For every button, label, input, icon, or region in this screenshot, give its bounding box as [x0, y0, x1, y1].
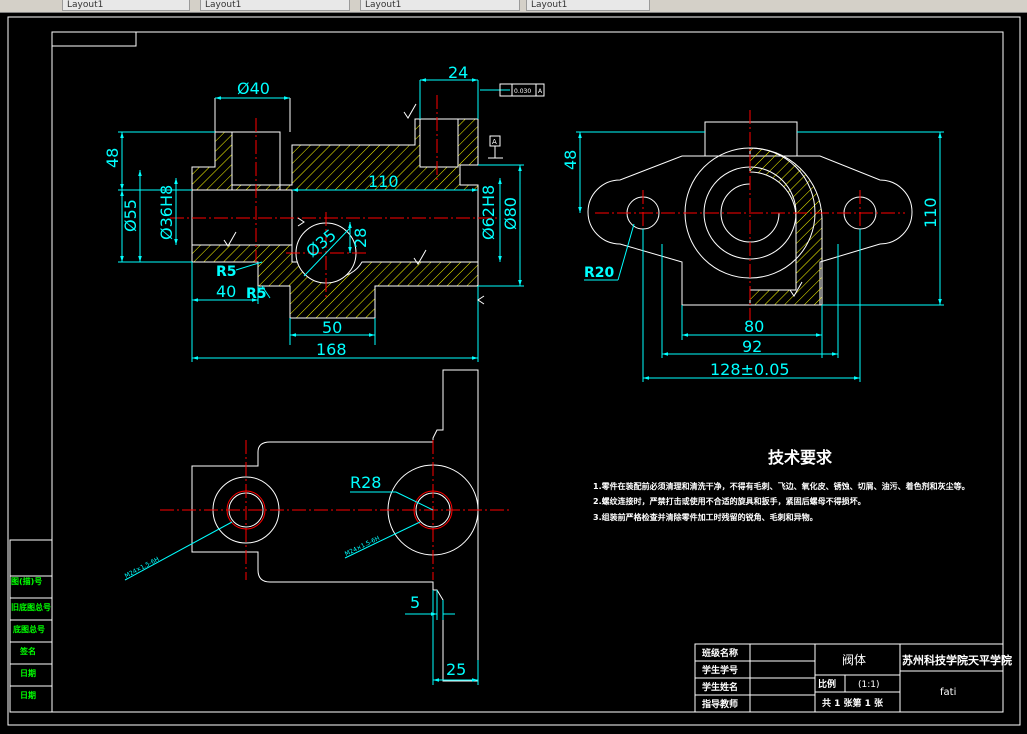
layout-tab-strip: Layout1 Layout1 Layout1 Layout1 [0, 0, 1027, 13]
left-table-row-3: 底图总号 [12, 624, 45, 634]
left-table-row-2: 旧底图总号 [11, 602, 51, 612]
tolerance-datum: A [538, 88, 543, 95]
tolerance-value: 0.030 [514, 88, 531, 95]
layout-tab-4[interactable]: Layout1 [526, 0, 650, 11]
layout-tab-2[interactable]: Layout1 [200, 0, 350, 11]
top-dim-25: 25 [446, 660, 466, 679]
geometric-tolerance-frame [488, 83, 545, 159]
title-label-class: 班级名称 [702, 647, 738, 659]
technical-requirements: 技术要求 1.零件在装配前必须清理和清洗干净，不得有毛刺、飞边、氧化皮、锈蚀、切… [593, 448, 970, 522]
title-block: 班级名称 学生学号 学生姓名 指导教师 阀体 苏州科技学院天平学院 比例 (1:… [694, 643, 1012, 713]
side-view: 48 110 80 92 128±0.05 R20 [561, 110, 944, 382]
sheet-count: 共 1 张第 1 张 [822, 697, 884, 709]
top-view: R28 5 25 M24×1.5-6H M24×1.5-6H [124, 369, 510, 685]
dim-diameter-62h8: Ø62H8 [479, 185, 498, 240]
scale-value: (1:1) [858, 680, 880, 690]
side-dim-92: 92 [742, 337, 762, 356]
dim-radius-5-b: R5 [246, 286, 267, 302]
dim-48: 48 [103, 148, 122, 168]
left-table-row-6: 日期 [20, 690, 36, 700]
thread-callout-1: M24×1.5-6H [124, 556, 161, 580]
cad-drawing-canvas[interactable]: 0.030 A A Ø40 24 48 110 Ø55 Ø36H8 Ø62H8 … [0, 12, 1027, 734]
left-table-row-4: 签名 [19, 646, 36, 656]
drawing-code: fati [940, 687, 956, 698]
dim-168: 168 [316, 340, 347, 359]
title-label-student-name: 学生姓名 [702, 681, 738, 693]
title-label-instructor: 指导教师 [702, 698, 738, 710]
layout-tab-3[interactable]: Layout1 [360, 0, 520, 11]
dim-diameter-40: Ø40 [237, 79, 270, 98]
dim-24: 24 [448, 63, 468, 82]
front-view: 0.030 A A Ø40 24 48 110 Ø55 Ø36H8 Ø62H8 … [103, 63, 545, 362]
thread-callout-2: M24×1.5-6H [344, 535, 381, 558]
tech-req-title: 技术要求 [768, 448, 833, 467]
tech-req-item-1: 1.零件在装配前必须清理和清洗干净，不得有毛刺、飞边、氧化皮、锈蚀、切屑、油污、… [593, 481, 970, 491]
school-name: 苏州科技学院天平学院 [902, 653, 1012, 667]
datum-label: A [492, 138, 497, 146]
scale-label: 比例 [818, 678, 836, 690]
side-dim-80: 80 [744, 317, 764, 336]
tech-req-item-2: 2.螺纹连接时，严禁打击或使用不合适的旋具和扳手，紧固后螺母不得损坏。 [593, 496, 866, 506]
dim-diameter-55: Ø55 [121, 199, 140, 232]
side-dim-128: 128±0.05 [710, 360, 790, 379]
tech-req-item-3: 3.组装前严格检查并清除零件加工时残留的锐角、毛刺和异物。 [593, 512, 818, 522]
title-label-student-id: 学生学号 [702, 664, 738, 676]
sheet-border [7, 16, 1021, 726]
dim-radius-5-a: R5 [216, 264, 237, 280]
side-dim-radius-20: R20 [584, 265, 615, 281]
dim-28: 28 [351, 228, 370, 248]
dim-diameter-80: Ø80 [501, 197, 520, 230]
left-table-row-1: 图(描)号 [11, 576, 42, 586]
dim-40: 40 [216, 282, 236, 301]
left-margin-table: 图(描)号 旧底图总号 底图总号 签名 日期 日期 [9, 539, 53, 713]
side-dim-110: 110 [921, 197, 940, 228]
dim-50: 50 [322, 318, 342, 337]
dim-110: 110 [368, 172, 399, 191]
top-dim-radius-28: R28 [350, 473, 381, 492]
layout-tab-1[interactable]: Layout1 [62, 0, 190, 11]
left-table-row-5: 日期 [20, 668, 36, 678]
side-dim-48: 48 [561, 150, 580, 170]
part-name: 阀体 [842, 653, 866, 667]
dim-diameter-36h8: Ø36H8 [157, 185, 176, 240]
top-dim-5: 5 [410, 593, 420, 612]
